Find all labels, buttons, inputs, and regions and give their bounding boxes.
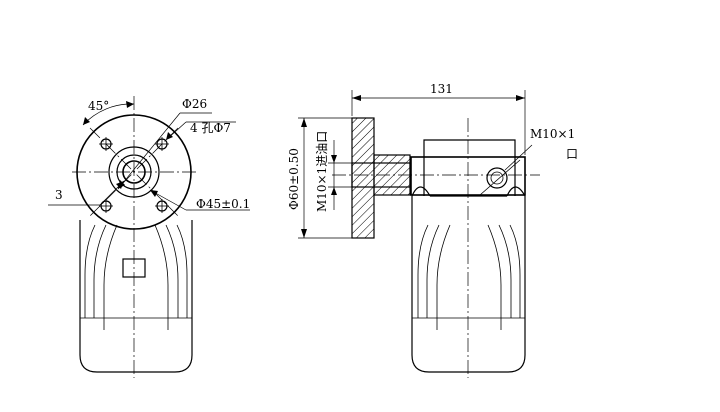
bore-diameter-label: Φ26 xyxy=(182,97,207,111)
inlet-label: M10×1进油口 xyxy=(315,131,329,212)
length-label: 131 xyxy=(430,82,453,96)
front-view: 45° Φ26 4 孔Φ7 3 Φ45±0.1 xyxy=(48,96,250,378)
side-motor-body xyxy=(411,196,526,373)
outlet-label-line1: M10×1 xyxy=(530,127,575,141)
front-motor-body xyxy=(79,220,193,373)
side-motor-ribs xyxy=(412,224,525,330)
pcd-label: Φ45±0.1 xyxy=(196,197,250,211)
side-flange xyxy=(351,117,375,239)
front-motor-ribs xyxy=(80,224,192,330)
outlet-port xyxy=(486,167,508,189)
holes-label: 4 孔Φ7 xyxy=(190,121,231,135)
outlet-label-line2: 口 xyxy=(566,147,578,161)
angle-label: 45° xyxy=(88,99,109,113)
side-view: 131 Φ60±0.50 M10×1进油口 M10×1 口 xyxy=(287,82,578,378)
flange-diameter-label: Φ60±0.50 xyxy=(287,148,301,210)
offset-label: 3 xyxy=(55,188,63,202)
front-diagonal-axis-2 xyxy=(89,127,179,217)
